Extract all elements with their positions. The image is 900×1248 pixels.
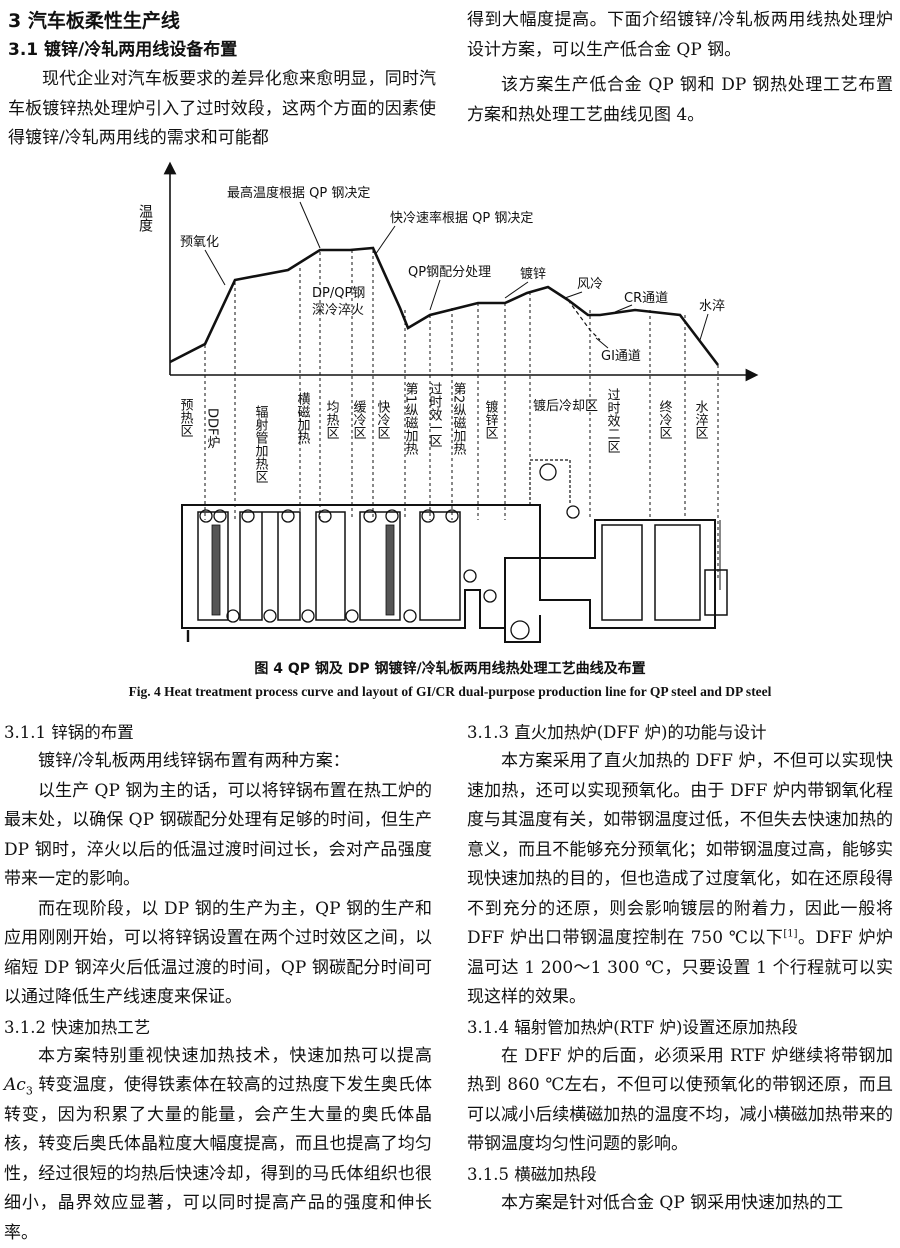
zone-label: 辐射管加热区 — [253, 405, 269, 483]
zone-label: 终冷区 — [657, 399, 673, 439]
text-sub: 3 — [26, 1084, 33, 1097]
label-gi-path: GI通道 — [601, 349, 641, 364]
label-cr-path: CR通道 — [624, 291, 668, 306]
heading-3-1-2: 3.1.2 快速加热工艺 — [4, 1013, 432, 1042]
paragraph: 本方案采用了直火加热的 DFF 炉，不但可以实现快速加热，还可以实现预氧化。由于… — [467, 747, 893, 1013]
text-span: 转变温度，使得铁素体在较高的过热度下发生奥氏体转变，因为积累了大量的能量，会产生… — [4, 1075, 432, 1243]
paragraph: 在 DFF 炉的后面，必须采用 RTF 炉继续将带钢加热到 860 ℃左右，不但… — [467, 1042, 893, 1160]
zone-label: DDF炉 — [205, 408, 221, 449]
top-left-column: 3 汽车板柔性生产线 3.1 镀锌/冷轧两用线设备布置 现代企业对汽车板要求的差… — [8, 6, 436, 154]
paragraph: 以生产 QP 钢为主的话，可以将锌锅布置在热工炉的最末处，以确保 QP 钢碳配分… — [4, 777, 432, 895]
zone-label: 过时效一区 — [427, 382, 443, 447]
heading-3-1-5: 3.1.5 横磁加热段 — [467, 1160, 893, 1189]
paragraph: 本方案是针对低合金 QP 钢采用快速加热的工 — [467, 1189, 893, 1219]
zone-label: 横磁加热 — [295, 392, 311, 444]
zone-label: 镀后冷却区 — [533, 398, 598, 414]
label-water-quench: 水淬 — [699, 299, 725, 314]
gi-branch-curve — [568, 300, 600, 340]
paragraph: 本方案特别重视快速加热技术，快速加热可以提高 Ac3 转变温度，使得铁素体在较高… — [4, 1042, 432, 1248]
top-right-column: 得到大幅度提高。下面介绍镀锌/冷轧板两用线热处理炉设计方案，可以生产低合金 QP… — [467, 6, 893, 130]
bottom-left-column: 3.1.1 锌锅的布置 镀锌/冷轧板两用线锌锅布置有两种方案： 以生产 QP 钢… — [4, 718, 432, 1248]
zone-label: 水淬区 — [693, 400, 709, 439]
figure-caption-cn: 图 4 QP 钢及 DP 钢镀锌/冷轧板两用线热处理工艺曲线及布置 — [0, 658, 900, 678]
heading-3-1-1: 3.1.1 锌锅的布置 — [4, 718, 432, 747]
zone-label: 第2纵磁加热 — [451, 382, 467, 456]
paragraph: 现代企业对汽车板要求的差异化愈来愈明显，同时汽车板镀锌热处理炉引入了过时效段，这… — [8, 65, 436, 154]
zone-labels: 预热区 DDF炉 辐射管加热区 横磁加热 均热区 缓冷区 快冷区 第1纵磁加热 … — [178, 382, 709, 483]
label-max-temp: 最高温度根据 QP 钢决定 — [227, 185, 370, 201]
zone-label: 快冷区 — [375, 400, 391, 439]
y-axis-label: 温度 — [137, 204, 153, 232]
figure-caption-en: Fig. 4 Heat treatment process curve and … — [0, 684, 900, 700]
text-ac: Ac — [4, 1075, 26, 1095]
section-heading: 3 汽车板柔性生产线 — [8, 6, 436, 36]
heading-3-1-3: 3.1.3 直火加热炉(DFF 炉)的功能与设计 — [467, 718, 893, 747]
zone-label: 预热区 — [178, 398, 194, 437]
label-air-cool: 风冷 — [577, 277, 603, 292]
paragraph: 得到大幅度提高。下面介绍镀锌/冷轧板两用线热处理炉设计方案，可以生产低合金 QP… — [467, 6, 893, 65]
label-deep-quench: 深冷淬火 — [312, 303, 364, 318]
bottom-right-column: 3.1.3 直火加热炉(DFF 炉)的功能与设计 本方案采用了直火加热的 DFF… — [467, 718, 893, 1218]
citation: [1] — [783, 928, 797, 939]
zone-label: 缓冷区 — [351, 400, 367, 439]
figure-4: 温度 预氧化 最高温度根据 QP 钢决定 快冷速率根据 QP 钢决定 DP/QP… — [0, 160, 900, 660]
furnace-layout — [182, 460, 727, 642]
label-qp-partition: QP钢配分处理 — [408, 265, 491, 280]
text-span: 本方案特别重视快速加热技术，快速加热可以提高 — [38, 1046, 432, 1066]
paragraph: 而在现阶段，以 DP 钢的生产为主，QP 钢的生产和应用刚刚开始，可以将锌锅设置… — [4, 895, 432, 1013]
label-fast-cool-rate: 快冷速率根据 QP 钢决定 — [390, 210, 533, 226]
text-span: 本方案采用了直火加热的 DFF 炉，不但可以实现快速加热，还可以实现预氧化。由于… — [467, 751, 893, 948]
zone-label: 均热区 — [324, 400, 340, 439]
subsection-heading: 3.1 镀锌/冷轧两用线设备布置 — [8, 36, 436, 65]
label-preox: 预氧化 — [180, 235, 219, 250]
label-galv: 镀锌 — [520, 266, 546, 282]
paragraph: 镀锌/冷轧板两用线锌锅布置有两种方案： — [4, 747, 432, 777]
paragraph: 该方案生产低合金 QP 钢和 DP 钢热处理工艺布置方案和热处理工艺曲线见图 4… — [467, 71, 893, 130]
zone-label: 镀锌区 — [483, 399, 499, 439]
heading-3-1-4: 3.1.4 辐射管加热炉(RTF 炉)设置还原加热段 — [467, 1013, 893, 1042]
zone-label: 过时效二区 — [605, 388, 621, 453]
zone-label: 第1纵磁加热 — [403, 382, 419, 456]
